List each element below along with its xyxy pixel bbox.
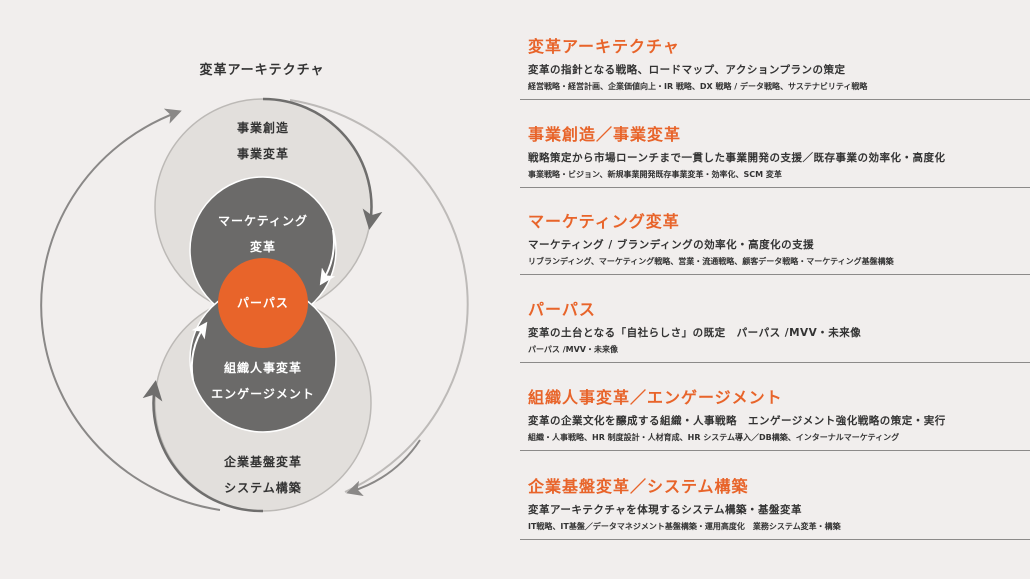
- section-title: 組織人事変革／エンゲージメント: [528, 388, 783, 407]
- business-label-2: 事業変革: [236, 147, 289, 161]
- section-details: 組織・人事戦略、HR 制度設計・人材育成、HR システム導入／DB構築、インター…: [528, 433, 900, 442]
- section-description: 変革の指針となる戦略、ロードマップ、アクションプランの策定: [528, 64, 846, 76]
- section-title: 変革アーキテクチャ: [528, 37, 680, 56]
- section-description: 変革の企業文化を醸成する組織・人事戦略 エンゲージメント強化戦略の策定・実行: [528, 415, 946, 427]
- section-description: 戦略策定から市場ローンチまで一貫した事業開発の支援／既存事業の効率化・高度化: [528, 152, 946, 164]
- business-label-1: 事業創造: [236, 121, 289, 135]
- section-details: 事業戦略・ビジョン、新規事業開発既存事業変革・効率化、SCM 変革: [528, 170, 782, 179]
- infra-label: 企業基盤変革システム構築: [173, 449, 353, 501]
- architecture-diagram: [40, 97, 469, 513]
- infra-label-1: 企業基盤変革: [223, 455, 302, 469]
- section-hr: 組織人事変革／エンゲージメント変革の企業文化を醸成する組織・人事戦略 エンゲージ…: [520, 388, 1030, 451]
- marketing-label: マーケティング変革: [173, 208, 353, 260]
- section-description: 変革の土台となる「自社らしさ」の既定 パーパス /MVV・未来像: [528, 327, 862, 339]
- section-infra: 企業基盤変革／システム構築変革アーキテクチャを体現するシステム構築・基盤変革 IT…: [520, 477, 1030, 540]
- marketing-label-2: 変革: [249, 240, 276, 254]
- purpose-circle: [218, 258, 308, 348]
- section-purpose: パーパス変革の土台となる「自社らしさ」の既定 パーパス /MVV・未来像パーパス…: [520, 300, 1030, 363]
- section-description: マーケティング / ブランディングの効率化・高度化の支援: [528, 239, 815, 251]
- section-business: 事業創造／事業変革戦略策定から市場ローンチまで一貫した事業開発の支援／既存事業の…: [520, 125, 1030, 188]
- section-architecture: 変革アーキテクチャ変革の指針となる戦略、ロードマップ、アクションプランの策定経営…: [520, 37, 1030, 100]
- section-title: 事業創造／事業変革: [528, 125, 682, 144]
- section-details: パーパス /MVV・未来像: [528, 345, 618, 354]
- section-details: IT戦略、IT基盤／データマネジメント基盤構築・運用高度化 業務システム変革・構…: [528, 522, 841, 531]
- infra-label-2: システム構築: [224, 481, 302, 495]
- diagram-title: 変革アーキテクチャ: [199, 63, 325, 78]
- hr-label-1: 組織人事変革: [223, 361, 302, 375]
- business-arrow: [262, 97, 383, 230]
- section-title: 企業基盤変革／システム構築: [528, 477, 749, 496]
- section-details: リブランディング、マーケティング戦略、営業・流通戦略、顧客データ戦略・マーケティ…: [528, 257, 894, 266]
- section-title: パーパス: [528, 300, 596, 319]
- outer-arrow-left: [40, 108, 221, 511]
- section-title: マーケティング変革: [528, 212, 680, 231]
- infra-arrow: [142, 380, 264, 513]
- section-marketing: マーケティング変革マーケティング / ブランディングの効率化・高度化の支援リブラ…: [520, 212, 1030, 275]
- marketing-arrow: [319, 229, 336, 286]
- purpose-label: パーパス: [237, 296, 289, 310]
- hr-arrow: [190, 321, 208, 381]
- hr-label-2: エンゲージメント: [211, 387, 315, 401]
- marketing-label-1: マーケティング: [217, 214, 309, 228]
- business-label: 事業創造事業変革: [173, 115, 353, 167]
- section-description: 変革アーキテクチャを体現するシステム構築・基盤変革: [528, 504, 802, 516]
- outer-arrow-right: [289, 99, 469, 493]
- section-details: 経営戦略・経営計画、企業価値向上・IR 戦略、DX 戦略 / データ戦略、サステ…: [528, 82, 868, 91]
- hr-label: 組織人事変革エンゲージメント: [173, 355, 353, 407]
